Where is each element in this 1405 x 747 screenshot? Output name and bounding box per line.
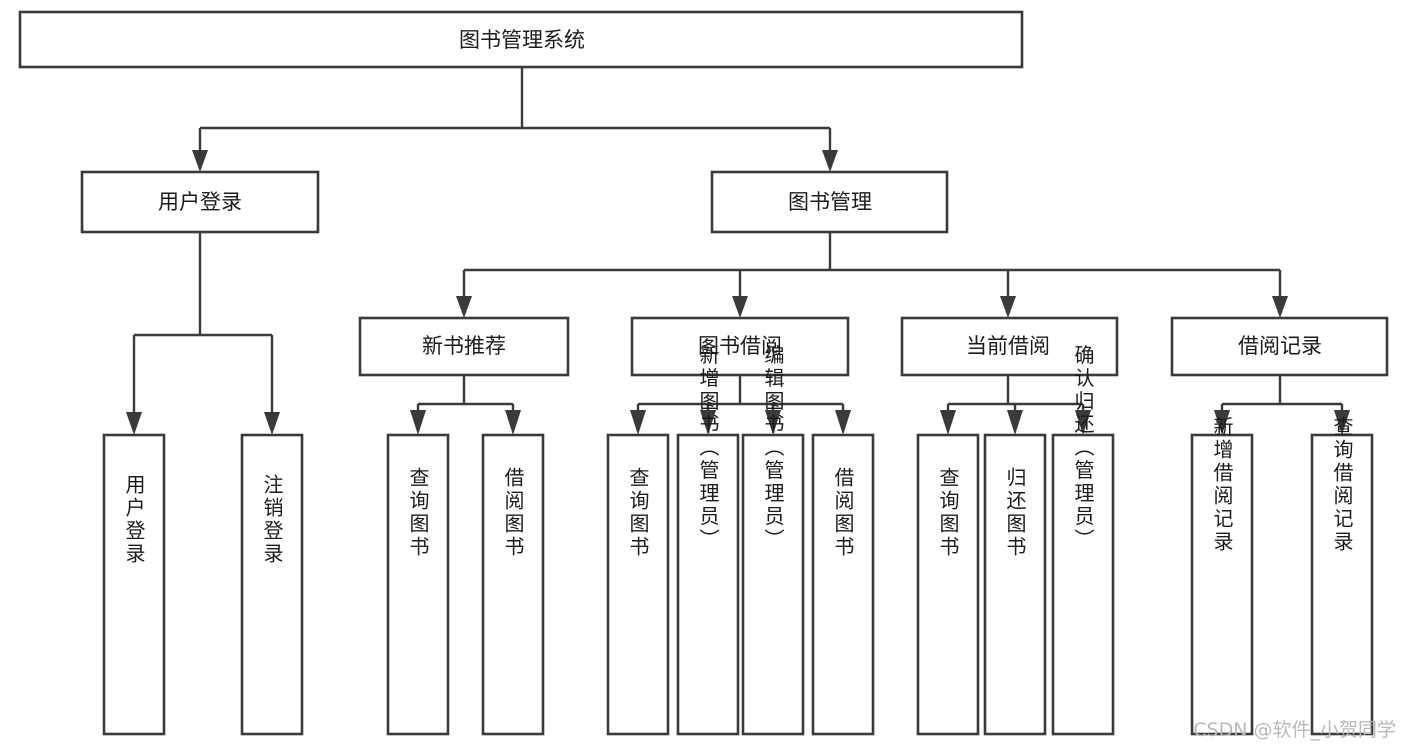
leaf-query-book-2[interactable]: 查询图书 [606, 433, 670, 736]
arrowhead-borrow-record [1272, 296, 1288, 318]
node-book-borrow[interactable]: 图书借阅 [630, 316, 850, 377]
arrowhead-leaf-query-book-2 [630, 410, 646, 435]
node-current-borrow[interactable]: 当前借阅 [900, 316, 1119, 377]
node-root[interactable]: 图书管理系统 [18, 10, 1024, 69]
node-new-book-recommend-box[interactable] [358, 316, 570, 377]
leaf-query-book-1[interactable]: 查询图书 [386, 433, 450, 736]
leaf-query-book-1-box[interactable] [386, 433, 450, 736]
node-current-borrow-label: 当前借阅 [966, 334, 1050, 358]
leaf-borrow-book-1-box[interactable] [481, 433, 545, 736]
arrowhead-leaf-return-book [1007, 410, 1023, 435]
csdn-watermark: CSDN @软件_小贺同学 [1193, 719, 1396, 741]
arrowhead-leaf-user-logout [264, 412, 280, 435]
leaf-query-book-3[interactable]: 查询图书 [916, 433, 980, 736]
node-new-book-recommend[interactable]: 新书推荐 [358, 316, 570, 377]
node-user-login[interactable]: 用户登录 [80, 170, 320, 234]
leaf-return-book-label: 归还图书 [1003, 467, 1027, 559]
arrowhead-book-borrow [732, 296, 748, 318]
leaf-confirm-return-label: 确认归还（管理员） [1071, 344, 1095, 551]
node-borrow-record-label: 借阅记录 [1238, 334, 1322, 358]
leaf-confirm-return-box[interactable] [1051, 433, 1115, 736]
leaf-query-book-2-label: 查询图书 [626, 467, 650, 559]
arrowhead-leaf-borrow-book-1 [505, 410, 521, 435]
node-book-borrow-label: 图书借阅 [698, 334, 782, 358]
node-book-manage[interactable]: 图书管理 [710, 170, 949, 234]
node-user-login-label: 用户登录 [158, 190, 242, 214]
node-user-login-box[interactable] [80, 170, 320, 234]
leaf-user-logout-label: 注销登录 [260, 474, 284, 566]
leaf-borrow-book-2-box[interactable] [811, 433, 875, 736]
leaf-add-book-label: 新增图书（管理员） [696, 344, 720, 551]
arrowhead-leaf-confirm-return [1075, 410, 1091, 435]
leaf-add-record-box[interactable] [1190, 433, 1254, 736]
leaf-query-record-box[interactable] [1310, 433, 1374, 736]
arrowhead-leaf-query-book-1 [410, 410, 426, 435]
leaf-borrow-book-2-label: 借阅图书 [831, 467, 855, 559]
node-root-box[interactable] [18, 10, 1024, 69]
arrowhead-leaf-borrow-book-2 [835, 410, 851, 435]
arrowhead-leaf-query-record [1334, 410, 1350, 435]
node-new-book-recommend-label: 新书推荐 [422, 334, 506, 358]
leaf-query-book-1-label: 查询图书 [406, 467, 430, 559]
node-book-manage-box[interactable] [710, 170, 949, 234]
node-current-borrow-box[interactable] [900, 316, 1119, 377]
arrowhead-leaf-user-login [126, 412, 142, 435]
node-book-borrow-box[interactable] [630, 316, 850, 377]
leaf-user-login[interactable]: 用户登录 [102, 433, 166, 736]
leaf-query-record[interactable]: 查询借阅记录 [1310, 416, 1374, 736]
leaf-user-logout-box[interactable] [240, 433, 304, 736]
node-book-manage-label: 图书管理 [788, 190, 872, 214]
arrowhead-user-login [192, 150, 208, 172]
leaf-edit-book[interactable]: 编辑图书（管理员） [741, 344, 805, 736]
arrowhead-leaf-edit-book [765, 410, 781, 435]
leaf-query-book-2-box[interactable] [606, 433, 670, 736]
leaf-return-book[interactable]: 归还图书 [983, 433, 1047, 736]
leaf-add-record-label: 新增借阅记录 [1210, 416, 1234, 554]
node-borrow-record[interactable]: 借阅记录 [1170, 316, 1389, 377]
arrowhead-current-borrow [1000, 296, 1016, 318]
arrowhead-leaf-add-record [1214, 410, 1230, 435]
node-borrow-record-box[interactable] [1170, 316, 1389, 377]
leaf-add-book[interactable]: 新增图书（管理员） [676, 344, 740, 736]
leaf-borrow-book-1-label: 借阅图书 [501, 467, 525, 559]
leaf-edit-book-box[interactable] [741, 433, 805, 736]
leaf-edit-book-label: 编辑图书（管理员） [761, 344, 785, 551]
leaf-user-login-label: 用户登录 [122, 474, 146, 566]
leaf-return-book-box[interactable] [983, 433, 1047, 736]
node-root-label: 图书管理系统 [459, 28, 585, 52]
leaf-confirm-return[interactable]: 确认归还（管理员） [1051, 344, 1115, 736]
leaf-query-book-3-label: 查询图书 [936, 467, 960, 559]
arrowhead-leaf-add-book [700, 410, 716, 435]
leaf-add-book-box[interactable] [676, 433, 740, 736]
connector-layer [126, 67, 1350, 435]
leaf-add-record[interactable]: 新增借阅记录 [1190, 416, 1254, 736]
arrowhead-book-manage [822, 150, 838, 172]
arrowhead-leaf-query-book-3 [940, 410, 956, 435]
leaf-user-login-box[interactable] [102, 433, 166, 736]
arrowhead-new-book-recommend [456, 296, 472, 318]
leaf-user-logout[interactable]: 注销登录 [240, 433, 304, 736]
leaf-query-book-3-box[interactable] [916, 433, 980, 736]
leaf-borrow-book-2[interactable]: 借阅图书 [811, 433, 875, 736]
leaf-borrow-book-1[interactable]: 借阅图书 [481, 433, 545, 736]
leaf-query-record-label: 查询借阅记录 [1330, 416, 1354, 554]
